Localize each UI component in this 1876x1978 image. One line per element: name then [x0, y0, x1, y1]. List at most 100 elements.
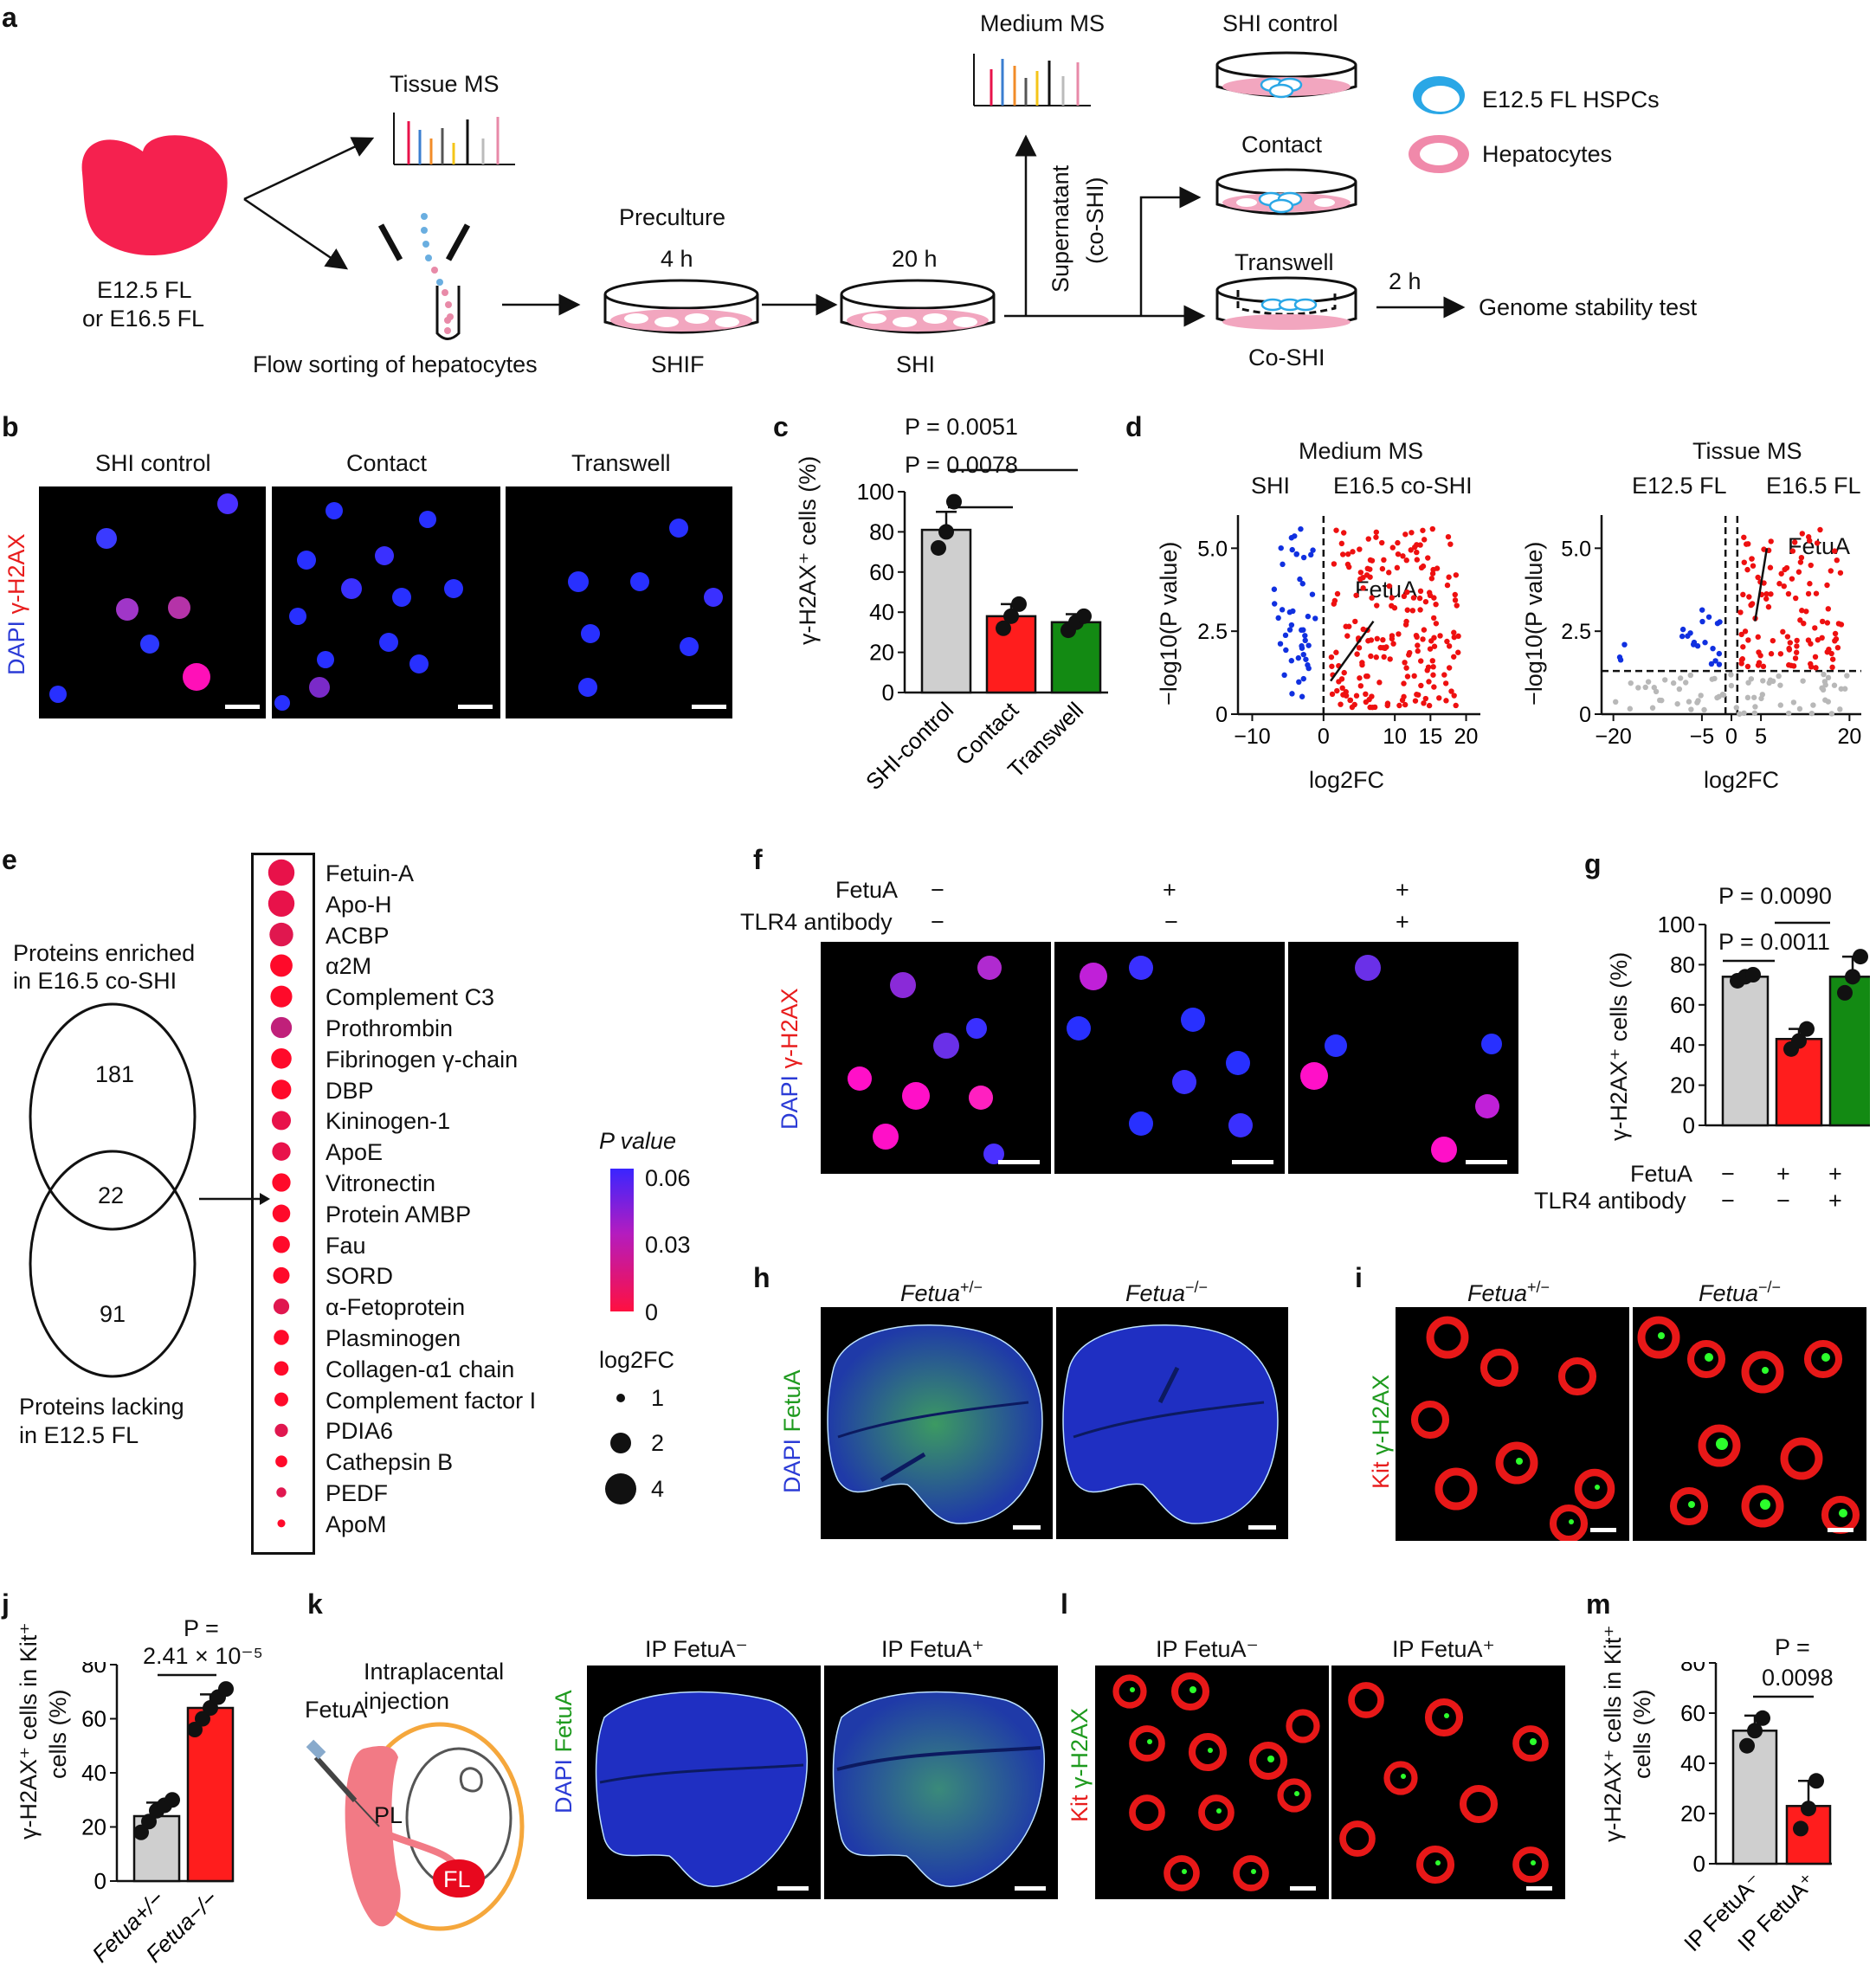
protein-name: Fau — [326, 1232, 366, 1259]
scatter-point — [1303, 656, 1309, 662]
e-dot-column-box — [251, 853, 315, 1555]
bar — [1731, 1730, 1778, 1865]
e-enriched-1: Proteins enriched — [13, 940, 196, 966]
data-point — [1003, 608, 1019, 624]
panel-label-b: b — [2, 411, 19, 442]
protein-dot — [270, 954, 293, 977]
scatter-point — [1431, 684, 1437, 690]
protein-name: Fetuin-A — [326, 860, 415, 886]
h2ax-focus — [1444, 1713, 1449, 1718]
scatter-point — [1427, 592, 1434, 599]
scatter-point — [1283, 647, 1289, 654]
scatter-point — [1280, 561, 1286, 568]
scatter-point — [1742, 628, 1749, 635]
contact-label: Contact — [1241, 132, 1323, 158]
kit-cell — [1803, 1339, 1843, 1379]
l-image-minus — [1095, 1666, 1329, 1899]
h-image-ko — [1056, 1307, 1288, 1539]
scatter-point — [1363, 699, 1370, 706]
scatter-point — [1778, 570, 1784, 577]
e-venn-count-2: 22 — [98, 1182, 125, 1208]
i-genotype-2-name: Fetua — [1699, 1280, 1759, 1306]
protein-dot — [276, 1487, 287, 1498]
b-col-contact: Contact — [346, 450, 428, 476]
scatter-point — [1278, 544, 1284, 551]
kit-cell — [1459, 1784, 1499, 1824]
g-pvalue-1: P = 0.0090 — [1718, 883, 1832, 909]
scatter-point — [1421, 537, 1428, 543]
scatter-point — [1767, 564, 1774, 570]
scatter-point — [1828, 711, 1835, 717]
scatter-point — [1409, 608, 1416, 614]
scatter-point — [1384, 702, 1390, 709]
scatter-point — [1441, 672, 1447, 678]
protein-name: DBP — [326, 1077, 374, 1104]
protein-dot — [270, 985, 293, 1008]
scatter-point — [1763, 590, 1770, 597]
k-stain-label: DAPI FetuA — [551, 1690, 577, 1814]
scatter-point — [1401, 680, 1407, 686]
d-left-xlabel: log2FC — [1309, 767, 1385, 793]
kit-cell — [1424, 1698, 1464, 1737]
h2ax-focus — [1530, 1738, 1537, 1745]
y-tick-label: 0 — [1693, 1851, 1705, 1877]
g-r2-1: − — [1721, 1188, 1735, 1214]
scatter-point — [1832, 630, 1839, 637]
scatter-point — [1790, 663, 1797, 669]
h-stain-label: DAPI FetuA — [779, 1369, 806, 1493]
scatter-point — [1744, 694, 1751, 701]
scatter-point — [1369, 595, 1375, 601]
scatter-point — [1698, 693, 1704, 699]
h-genotype-2-name: Fetua — [1125, 1280, 1186, 1306]
scatter-point — [1312, 615, 1318, 622]
fetua-pointer — [1754, 548, 1769, 622]
panel-label-j: j — [2, 1588, 10, 1620]
panel-label-g: g — [1584, 848, 1602, 879]
scatter-point — [1302, 637, 1308, 644]
scatter-point — [1746, 594, 1752, 600]
scatter-point — [1794, 643, 1800, 649]
scatter-point — [1300, 651, 1306, 658]
i-genotype-1: Fetua+/− — [1467, 1279, 1550, 1305]
scatter-point — [1837, 706, 1843, 712]
y-tick-label: 60 — [81, 1706, 106, 1732]
scatter-point — [1744, 566, 1750, 573]
scatter-point — [1282, 632, 1289, 639]
scatter-point — [1749, 601, 1756, 607]
scatter-point — [1645, 679, 1652, 685]
scatter-point — [1789, 548, 1796, 554]
h2ax-focus — [1821, 1353, 1830, 1362]
k-injection-diagram — [306, 1722, 525, 1931]
y-tick-label: 80 — [81, 1662, 106, 1678]
tissue-ms-spectrum — [393, 113, 515, 165]
h2ax-focus — [1251, 1869, 1256, 1874]
protein-name: Kininogen-1 — [326, 1108, 451, 1135]
kit-cell — [1286, 1709, 1320, 1743]
f-stain-h2ax: γ-H2AX — [777, 988, 803, 1069]
data-point — [1837, 984, 1853, 1001]
scatter-point — [1429, 658, 1435, 664]
i-stain-kit: Kit — [1368, 1461, 1394, 1489]
i-genotype-1-name: Fetua — [1467, 1280, 1528, 1306]
b-stain-dapi: DAPI — [3, 620, 29, 675]
scatter-point — [1455, 649, 1461, 655]
l-stain-h2ax: γ-H2AX — [1067, 1707, 1093, 1788]
scale-bar — [1466, 1160, 1507, 1164]
scatter-point — [1352, 618, 1358, 625]
g-ylabel: γ-H2AX⁺ cells (%) — [1606, 951, 1632, 1141]
h2ax-focus — [1716, 1438, 1728, 1450]
protein-name: α-Fetoprotein — [326, 1294, 466, 1321]
y-tick-label: 60 — [869, 559, 894, 585]
scatter-point — [1683, 680, 1689, 686]
i-genotype-1-sup: +/− — [1527, 1279, 1550, 1296]
scatter-point — [1431, 635, 1437, 641]
scatter-point — [1402, 532, 1409, 538]
kit-cell — [1348, 1682, 1384, 1718]
y-tick-label: 0 — [94, 1868, 106, 1894]
k-image-plus — [824, 1666, 1058, 1899]
scatter-point — [1808, 710, 1815, 717]
scatter-point — [1455, 633, 1461, 640]
data-point — [218, 1681, 234, 1698]
kit-cell — [1637, 1316, 1680, 1359]
protein-name: Fibrinogen γ-chain — [326, 1046, 519, 1073]
